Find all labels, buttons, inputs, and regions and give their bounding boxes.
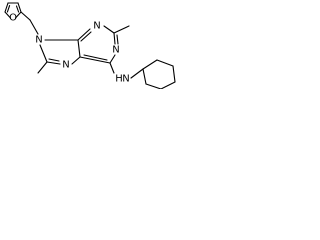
atom-n7: N: [62, 60, 69, 71]
structure-diagram: O N N N N H N: [4, 2, 176, 89]
bond-c6-c5-double: [83, 54, 108, 61]
bond-ch2-n9: [29, 19, 39, 35]
bond-c6-c5: [79, 56, 111, 64]
atom-nh-group: H N: [115, 74, 130, 85]
bond-c8-n7-double: [48, 58, 60, 62]
pyrimidine-ring: [77, 25, 119, 64]
bond-furan-c2-c3: [17, 2, 22, 13]
atom-nh-h: H: [115, 74, 123, 85]
cyclohexane-ring: [142, 59, 176, 89]
bond-c6-nh: [109, 62, 115, 74]
bond-c4-n3-double: [80, 31, 92, 42]
bond-nh-cyclohexyl: [130, 68, 144, 79]
bond-n1-c6: [109, 54, 116, 64]
bond-n3-c2: [103, 25, 115, 34]
bond-furan-c5-c4-double: [6, 5, 11, 13]
bond-furan-c2-o: [14, 11, 22, 19]
atom-n1: N: [112, 45, 119, 56]
bond-c4-n3: [77, 28, 91, 41]
bond-furan-c2-c3-double: [15, 5, 20, 13]
bond-cy-5-6: [145, 83, 162, 89]
bond-c8-methyl: [37, 61, 48, 74]
atom-o-furan: O: [9, 13, 17, 24]
bond-furan-ch2: [20, 11, 31, 21]
bond-cy-1-2: [142, 59, 158, 70]
bond-furan-c5-c4: [4, 2, 9, 13]
bond-cy-4-5: [160, 81, 176, 89]
bond-c8-n7: [46, 61, 61, 65]
bond-n9-c8: [39, 44, 48, 63]
bond-cy-2-3: [156, 59, 174, 67]
atom-nh-n: N: [122, 74, 129, 85]
bond-c2-n1-double: [116, 34, 119, 45]
bond-c2-n1: [113, 32, 116, 45]
bond-cy-6-1: [142, 68, 147, 85]
bond-c5-c4: [77, 39, 81, 58]
atom-n9: N: [35, 35, 42, 46]
bond-cy-3-4: [172, 65, 176, 83]
bond-c2-methyl: [113, 25, 130, 34]
atom-n3: N: [93, 21, 100, 32]
bond-n7-c5: [71, 56, 81, 65]
imidazole-ring: [39, 39, 81, 65]
furan-ring: [4, 2, 22, 19]
bond-furan-o-c5: [4, 11, 12, 19]
